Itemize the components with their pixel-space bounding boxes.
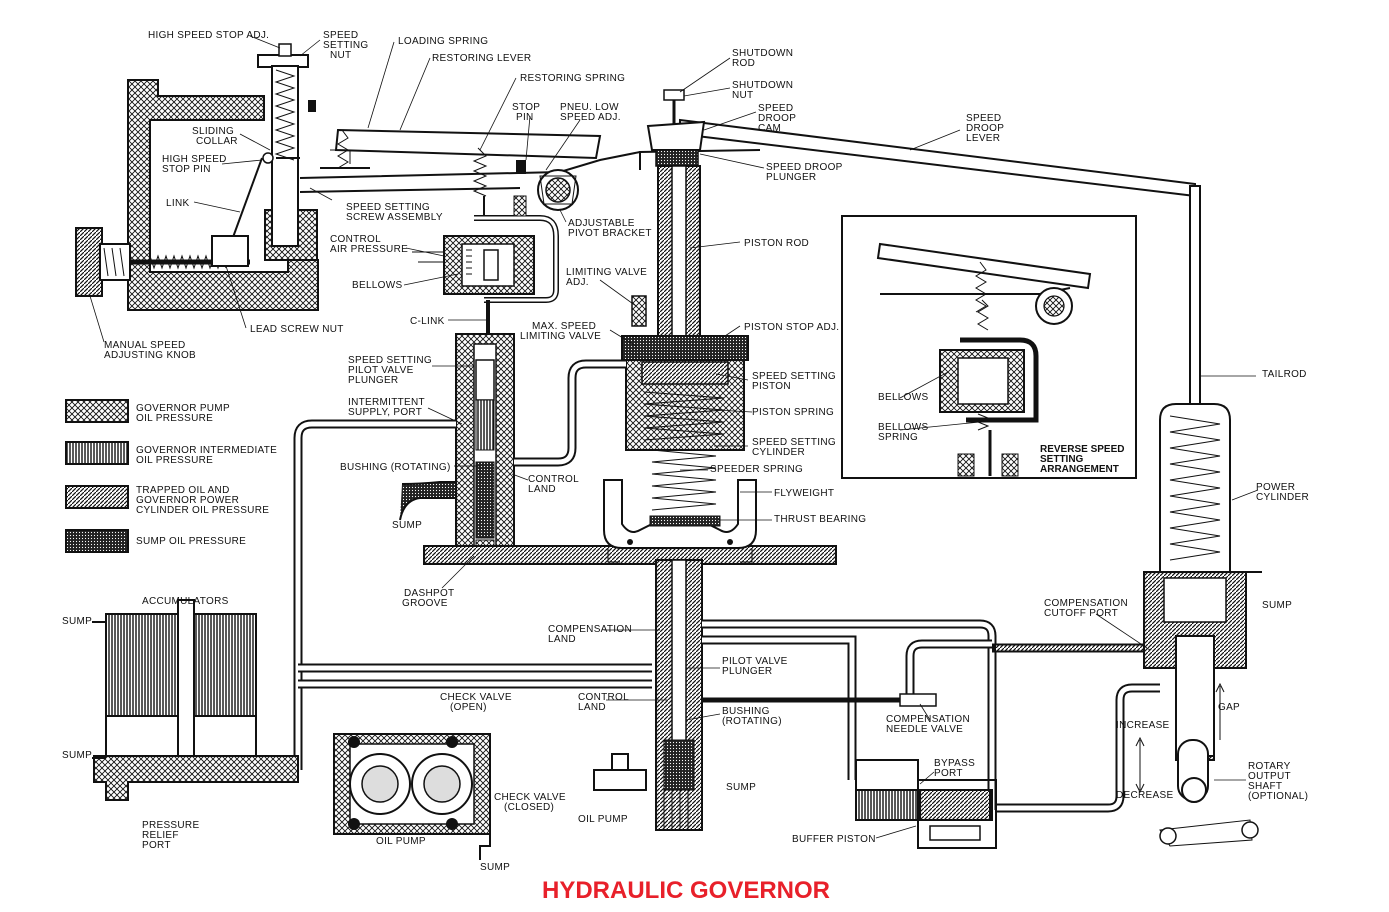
label-sump-pump: SUMP	[480, 862, 510, 873]
power-cylinder	[1135, 185, 1262, 847]
buffer-piston-assembly	[855, 759, 997, 849]
label-buffer-piston: BUFFER PISTON	[792, 834, 876, 845]
bellows-c-link	[412, 195, 559, 336]
label-check-valve-open: CHECK VALVE(OPEN)	[440, 692, 512, 713]
restoring-lever	[299, 128, 641, 218]
label-c-link: C-LINK	[410, 316, 445, 327]
label-sump-acc-bottom: SUMP	[62, 750, 92, 761]
label-oil-pump-right: OIL PUMP	[578, 814, 628, 825]
label-high-speed-stop-adj: HIGH SPEED STOP ADJ.	[148, 30, 269, 41]
legend-swatch-governor-intermediate	[65, 441, 129, 465]
speed-setting-pilot-valve	[399, 333, 837, 565]
label-speeder-spring: SPEEDER SPRING	[710, 464, 803, 475]
legend-swatch-trapped-oil	[65, 485, 129, 509]
legend-swatch-governor-pump	[65, 399, 129, 423]
oil-pipes	[293, 359, 1160, 813]
label-flyweight: FLYWEIGHT	[774, 488, 834, 499]
label-loading-spring: LOADING SPRING	[398, 36, 488, 47]
accumulators	[92, 599, 299, 801]
label-sump-center: SUMP	[726, 782, 756, 793]
label-decrease: DECREASE	[1116, 790, 1173, 801]
speed-setting-housing	[75, 43, 319, 311]
label-piston-spring: PISTON SPRING	[752, 407, 834, 418]
label-piston-stop-adj: PISTON STOP ADJ.	[744, 322, 839, 333]
label-gap: GAP	[1218, 702, 1240, 713]
leader-lines	[89, 35, 1259, 839]
label-bushing-rotating-bottom: BUSHING(ROTATING)	[722, 706, 782, 727]
reverse-speed-inset	[841, 215, 1137, 479]
label-restoring-spring: RESTORING SPRING	[520, 73, 625, 84]
svg-text:SUMP OIL PRESSURE: SUMP OIL PRESSURE	[136, 536, 246, 547]
label-restoring-lever: RESTORING LEVER	[432, 53, 531, 64]
label-increase: INCREASE	[1116, 720, 1170, 731]
legend-swatch-sump-oil	[65, 529, 129, 553]
label-sump-left: SUMP	[392, 520, 422, 531]
label-oil-pump-body: OIL PUMP	[376, 836, 426, 847]
piston-rod-column	[603, 89, 1196, 831]
label-thrust-bearing: THRUST BEARING	[774, 514, 866, 525]
label-piston-rod: PISTON ROD	[744, 238, 809, 249]
oil-pump	[333, 733, 647, 860]
label-bellows: BELLOWS	[352, 280, 402, 291]
label-inset-bellows: BELLOWS	[878, 392, 928, 403]
label-check-valve-closed: CHECK VALVE(CLOSED)	[494, 792, 566, 813]
label-accumulators: ACCUMULATORS	[142, 596, 229, 607]
diagram-title: HYDRAULIC GOVERNOR	[542, 877, 830, 904]
label-sump-acc-top: SUMP	[62, 616, 92, 627]
label-sump-right: SUMP	[1262, 600, 1292, 611]
label-bushing-rotating-top: BUSHING (ROTATING)	[340, 462, 451, 473]
label-lead-screw-nut: LEAD SCREW NUT	[250, 324, 344, 335]
label-link: LINK	[166, 198, 189, 209]
label-tailrod: TAILROD	[1262, 369, 1307, 380]
